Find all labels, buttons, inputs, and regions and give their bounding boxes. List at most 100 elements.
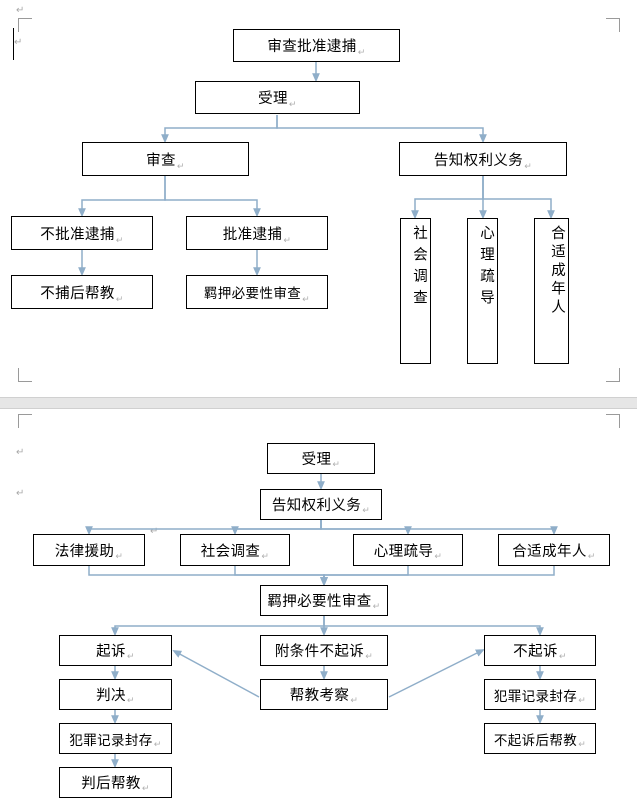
flow-node-fu-tiao-jian-bu-qi-su[interactable]: 附条件不起诉 ↵: [260, 635, 388, 666]
paragraph-mark: ↵: [434, 552, 443, 562]
node-label: 受理: [258, 91, 288, 107]
paragraph-mark: ↵: [332, 460, 341, 470]
node-label: 告知权利义务: [271, 498, 362, 514]
flow-node-bu-pi-zhun-dai-bu[interactable]: 不批准逮捕 ↵: [11, 216, 153, 250]
paragraph-mark: ↵: [302, 295, 311, 305]
flow-node-fa-lv-yuan-zhu[interactable]: 法律援助 ↵: [33, 534, 145, 566]
node-label: 不捕后帮教: [40, 285, 115, 302]
edge-p1n2-p1n4: [276, 115, 487, 144]
edge-p1n4-p1n9: [411, 176, 484, 220]
flow-node-shou-li[interactable]: 受理 ↵: [195, 81, 360, 114]
paragraph-mark: ↵: [587, 552, 596, 562]
flow-node-fan-zui-ji-lu-feng-cun-right[interactable]: 犯罪记录封存 ↵: [484, 679, 596, 710]
flow-node-he-shi-cheng-nian-ren-vertical[interactable]: 合适成年人: [534, 218, 569, 364]
flow-node-qi-su[interactable]: 起诉 ↵: [59, 635, 172, 666]
crop-mark-top-right-page1: [606, 18, 620, 32]
paragraph-mark: ↵: [558, 652, 567, 662]
paragraph-mark: ↵: [115, 236, 124, 246]
node-label: 心理疏导: [478, 225, 494, 311]
edge-p2n3-p2n7: [88, 566, 328, 587]
node-label: 判决: [96, 688, 126, 704]
flow-node-shou-li-p2[interactable]: 受理 ↵: [267, 443, 375, 474]
flow-node-she-hui-diao-cha-vertical[interactable]: 社会调查: [400, 218, 431, 364]
paragraph-mark: ↵: [365, 652, 374, 662]
node-label: 受理: [301, 452, 332, 468]
paragraph-mark: ↵: [150, 526, 159, 537]
node-label: 羁押必要性审查: [267, 594, 372, 610]
paragraph-mark: ↵: [115, 552, 124, 562]
edge-p2n7-p2n10: [323, 616, 544, 637]
paragraph-mark: ↵: [176, 162, 185, 172]
paragraph-mark: ↵: [372, 602, 381, 612]
edge-p1n4-p1n11: [482, 176, 555, 220]
flow-node-she-hui-diao-cha-p2[interactable]: 社会调查 ↵: [180, 534, 290, 566]
flow-node-he-shi-cheng-nian-ren-p2[interactable]: 合适成年人 ↵: [498, 534, 610, 566]
node-label: 心理疏导: [373, 543, 434, 560]
node-label: 附条件不起诉: [274, 644, 365, 660]
paragraph-mark: ↵: [141, 784, 150, 794]
flow-node-bang-jiao-kao-cha[interactable]: 帮教考察 ↵: [260, 679, 388, 710]
edge-p2n12-p2n8: [172, 649, 260, 698]
node-label: 判后帮教: [81, 776, 141, 792]
paragraph-mark: ↵: [578, 696, 587, 706]
node-label: 告知权利义务: [433, 152, 524, 169]
flow-node-xin-li-shu-dao-p2[interactable]: 心理疏导 ↵: [353, 534, 463, 566]
paragraph-mark: ↵: [261, 552, 270, 562]
crop-mark-bottom-right-page1: [606, 368, 620, 382]
flow-node-ji-ya-bi-yao-xing-shen-cha-p2[interactable]: 羁押必要性审查 ↵: [260, 585, 388, 616]
node-label: 不起诉: [513, 644, 558, 660]
flow-node-bu-bu-hou-bang-jiao[interactable]: 不捕后帮教 ↵: [11, 275, 153, 309]
edge-p2n2-p2n5: [320, 520, 412, 536]
paragraph-mark: ↵: [16, 488, 25, 499]
paragraph-mark: ↵: [126, 696, 135, 706]
node-label: 批准逮捕: [222, 226, 283, 243]
node-label: 羁押必要性审查: [203, 286, 302, 302]
flow-node-shen-cha[interactable]: 审查 ↵: [82, 142, 249, 176]
flow-node-bu-qi-su[interactable]: 不起诉 ↵: [484, 635, 596, 666]
edge-p1n2-p1n3: [161, 115, 278, 144]
paragraph-mark: ↵: [153, 740, 162, 750]
edge-p2n4-p2n7: [234, 566, 328, 587]
crop-mark-top-left-page1: [18, 18, 32, 32]
node-label: 不起诉后帮教: [493, 732, 578, 749]
flow-node-gao-zhi-quan-li-yi-wu[interactable]: 告知权利义务 ↵: [399, 142, 567, 176]
edge-p2n5-p2n7: [320, 566, 409, 587]
node-label: 帮教考察: [289, 688, 350, 704]
flow-node-fan-zui-ji-lu-feng-cun-left[interactable]: 犯罪记录封存 ↵: [59, 723, 172, 754]
node-label: 社会调查: [411, 225, 427, 311]
crop-mark-top-left-page2: [18, 414, 32, 428]
paragraph-mark: ↵: [288, 100, 297, 110]
node-label: 法律援助: [54, 543, 115, 560]
crop-mark-top-right-page2: [606, 414, 620, 428]
flow-node-pan-jue[interactable]: 判决 ↵: [59, 679, 172, 710]
node-label: 合适成年人: [549, 225, 565, 318]
edge-p2n2-p2n3: [85, 520, 322, 536]
node-label: 不批准逮捕: [40, 226, 115, 243]
flow-node-ji-ya-bi-yao-xing-shen-cha[interactable]: 羁押必要性审查 ↵: [186, 275, 328, 309]
paragraph-mark: ↵: [357, 48, 366, 58]
paragraph-mark: ↵: [283, 236, 292, 246]
text-cursor: [13, 28, 14, 60]
paragraph-mark: ↵: [350, 696, 359, 706]
flow-node-xin-li-shu-dao-vertical[interactable]: 心理疏导: [467, 218, 498, 364]
flow-node-bu-qi-su-hou-bang-jiao[interactable]: 不起诉后帮教 ↵: [484, 723, 596, 754]
node-label: 审查批准逮捕: [267, 39, 357, 55]
paragraph-mark: ↵: [524, 162, 533, 172]
edge-p2n6-p2n7: [320, 566, 555, 587]
flow-node-shen-cha-pi-zhun-dai-bu[interactable]: 审查批准逮捕 ↵: [233, 29, 400, 62]
paragraph-mark: ↵: [126, 652, 135, 662]
node-label: 合适成年人: [512, 543, 587, 560]
flow-node-gao-zhi-quan-li-yi-wu-p2[interactable]: 告知权利义务 ↵: [260, 489, 382, 520]
paragraph-mark: ↵: [115, 295, 124, 305]
node-label: 起诉: [96, 644, 126, 660]
flow-node-pi-zhun-dai-bu[interactable]: 批准逮捕 ↵: [186, 216, 328, 250]
paragraph-mark: ↵: [578, 740, 587, 750]
edge-p1n3-p1n6: [164, 176, 261, 218]
edge-p2n2-p2n4: [231, 520, 322, 536]
flow-node-pan-hou-bang-jiao[interactable]: 判后帮教 ↵: [59, 767, 172, 798]
node-label: 犯罪记录封存: [69, 732, 153, 749]
paragraph-mark: ↵: [14, 37, 23, 48]
edge-p2n2-p2n6: [320, 520, 558, 536]
crop-mark-bottom-left-page1: [18, 368, 32, 382]
